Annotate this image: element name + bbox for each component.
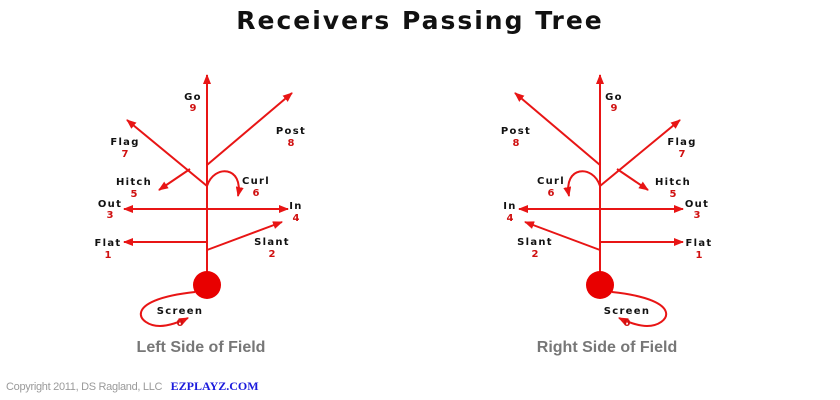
route-number-curl: 6	[548, 188, 555, 199]
route-label-flat: Flat	[95, 238, 122, 249]
route-number-screen: 0	[624, 318, 631, 329]
route-label-post: Post	[276, 126, 306, 137]
route-number-curl: 6	[253, 188, 260, 199]
route-label-curl: Curl	[242, 176, 270, 187]
route-screen-path	[140, 291, 196, 328]
route-label-hitch: Hitch	[655, 177, 691, 188]
route-number-go: 9	[190, 103, 197, 114]
route-label-flag: Flag	[667, 137, 696, 148]
route-label-slant: Slant	[254, 237, 290, 248]
route-label-in: In	[503, 201, 516, 212]
route-label-go: Go	[184, 92, 202, 103]
route-number-flat: 1	[105, 250, 112, 261]
route-label-in: In	[289, 201, 302, 212]
copyright-text: Copyright 2011, DS Ragland, LLC	[6, 381, 163, 393]
route-label-go: Go	[605, 92, 623, 103]
route-number-out: 3	[694, 210, 701, 221]
route-number-hitch: 5	[131, 189, 138, 200]
page-title: Receivers Passing Tree	[236, 6, 604, 35]
route-number-flag: 7	[122, 149, 129, 160]
route-post-line	[514, 92, 601, 166]
right-side-tree	[514, 74, 684, 328]
route-label-slant: Slant	[517, 237, 553, 248]
route-post-line	[206, 92, 293, 166]
right-side-labels: Go 9 Post 8 Flag 7 Curl 6 Hitch 5 Out 3 …	[501, 92, 713, 356]
route-number-post: 8	[513, 138, 520, 149]
route-number-slant: 2	[269, 249, 276, 260]
brand-link[interactable]: EZPLAYZ.COM	[170, 379, 259, 393]
route-number-screen: 0	[177, 318, 184, 329]
route-label-screen: Screen	[157, 306, 204, 317]
route-slant-line	[524, 221, 601, 251]
receiver-ball-right	[586, 271, 614, 299]
route-label-screen: Screen	[604, 306, 651, 317]
route-number-flag: 7	[679, 149, 686, 160]
route-label-flag: Flag	[110, 137, 139, 148]
side-caption-right: Right Side of Field	[537, 339, 677, 356]
left-side-labels: Go 9 Post 8 Flag 7 Curl 6 Hitch 5 Out 3 …	[95, 92, 306, 356]
route-number-flat: 1	[696, 250, 703, 261]
route-curl-path	[206, 170, 244, 197]
route-label-out: Out	[685, 199, 709, 210]
route-label-post: Post	[501, 126, 531, 137]
route-curl-path	[563, 170, 601, 197]
route-hitch-line	[158, 168, 191, 191]
route-number-in: 4	[507, 213, 514, 224]
route-number-hitch: 5	[670, 189, 677, 200]
route-label-out: Out	[98, 199, 122, 210]
route-number-slant: 2	[532, 249, 539, 260]
route-hitch-line	[616, 168, 649, 191]
route-label-hitch: Hitch	[116, 177, 152, 188]
route-number-out: 3	[107, 210, 114, 221]
route-slant-line	[206, 221, 283, 251]
route-flag-line	[599, 119, 681, 187]
side-caption-left: Left Side of Field	[137, 339, 266, 356]
route-number-in: 4	[293, 213, 300, 224]
route-label-flat: Flat	[686, 238, 713, 249]
route-screen-path	[611, 291, 667, 328]
route-label-curl: Curl	[537, 176, 565, 187]
left-side-tree	[123, 74, 293, 328]
route-number-go: 9	[611, 103, 618, 114]
footer: Copyright 2011, DS Ragland, LLC EZPLAYZ.…	[6, 377, 259, 395]
route-number-post: 8	[288, 138, 295, 149]
receiver-ball-left	[193, 271, 221, 299]
route-flag-line	[126, 119, 208, 187]
